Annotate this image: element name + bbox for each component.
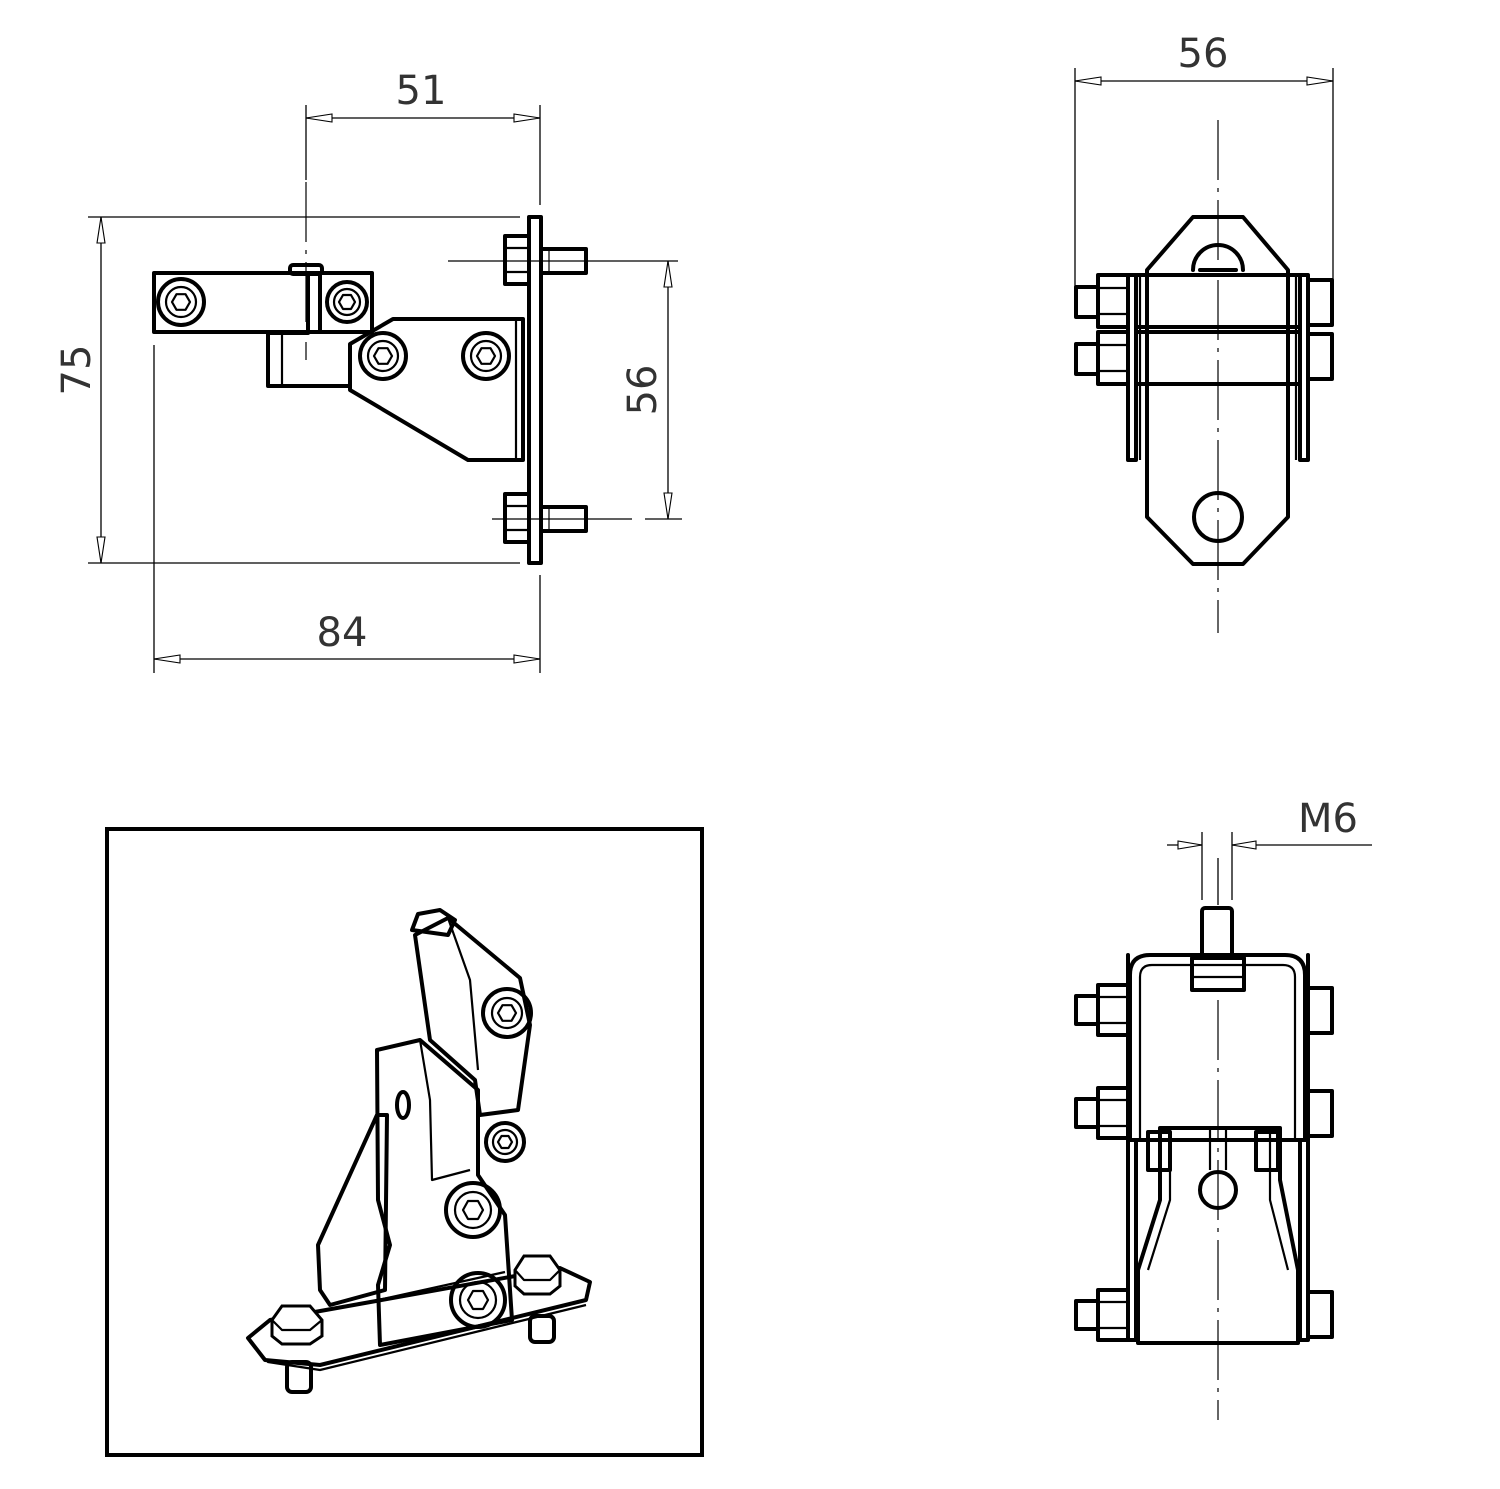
- isometric-view: [246, 908, 592, 1394]
- iso-base-bolt-right: [513, 1254, 562, 1296]
- side-gusset-bracket: [348, 317, 525, 462]
- dimension-m6: M6: [1167, 796, 1372, 905]
- iso-base-plate: [246, 1266, 592, 1367]
- iso-base-pin-right: [528, 1314, 556, 1344]
- front-bracket-body: [1145, 215, 1290, 566]
- side-clamp-socket-2: [325, 280, 369, 324]
- iso-base-pin-left: [285, 1360, 313, 1394]
- top-plate-right: [1298, 1138, 1310, 1342]
- top-inner-nut-left: [1146, 1130, 1172, 1172]
- side-view: [152, 182, 682, 565]
- side-socket-bolt-2: [461, 331, 511, 381]
- iso-clamp-arm: [413, 916, 532, 1117]
- dimension-75-label: 75: [54, 345, 100, 396]
- top-m6-stud: [1200, 906, 1234, 960]
- top-bolt-right-2: [1306, 1089, 1334, 1138]
- top-nut-left-1: [1074, 983, 1130, 1037]
- dimension-84-label: 84: [317, 610, 368, 656]
- dimension-75: 75: [54, 216, 520, 564]
- top-bolt-right-1: [1306, 986, 1334, 1035]
- dimension-56-front: 56: [1074, 31, 1334, 290]
- iso-bracket-socket-lower: [449, 1271, 507, 1329]
- front-view: [1074, 120, 1334, 633]
- front-nut-left-upper: [1074, 273, 1130, 329]
- dimension-56-side-label: 56: [620, 365, 666, 416]
- dimension-84: 84: [153, 345, 541, 673]
- iso-clamp-screw: [410, 908, 457, 937]
- top-view: [1074, 906, 1334, 1420]
- dimension-m6-label: M6: [1298, 796, 1358, 842]
- top-inner-nut-right: [1254, 1130, 1280, 1172]
- side-base-plate: [527, 215, 543, 565]
- dimension-51-label: 51: [396, 68, 447, 114]
- top-plate-left: [1126, 1138, 1138, 1342]
- front-nut-left-lower: [1074, 330, 1130, 386]
- side-clamp-arm: [152, 271, 374, 334]
- dimension-56-side: 56: [620, 260, 673, 520]
- side-socket-bolt-1: [358, 331, 408, 381]
- front-bolt-right-lower: [1306, 332, 1334, 381]
- side-bottom-bolt: [503, 492, 588, 544]
- iso-bracket-socket-upper: [444, 1181, 502, 1239]
- iso-bracket-hole: [395, 1090, 411, 1120]
- iso-upright-bracket: [375, 1038, 514, 1347]
- iso-clamp-socket-lower: [484, 1121, 526, 1163]
- isometric-view-frame: [105, 827, 704, 1457]
- dimension-51: 51: [305, 68, 541, 205]
- top-stud-nut: [1190, 956, 1246, 992]
- side-top-bolt: [503, 234, 588, 286]
- iso-clamp-socket-upper: [481, 987, 533, 1039]
- front-bolt-right-upper: [1306, 278, 1334, 327]
- side-clamp-socket-1: [156, 277, 206, 327]
- iso-base-bolt-left: [270, 1304, 324, 1346]
- side-l-block: [266, 331, 352, 388]
- top-nut-left-3: [1074, 1288, 1130, 1342]
- dimension-56-front-label: 56: [1178, 31, 1229, 77]
- top-bolt-right-3: [1306, 1290, 1334, 1339]
- top-nut-left-2: [1074, 1086, 1130, 1140]
